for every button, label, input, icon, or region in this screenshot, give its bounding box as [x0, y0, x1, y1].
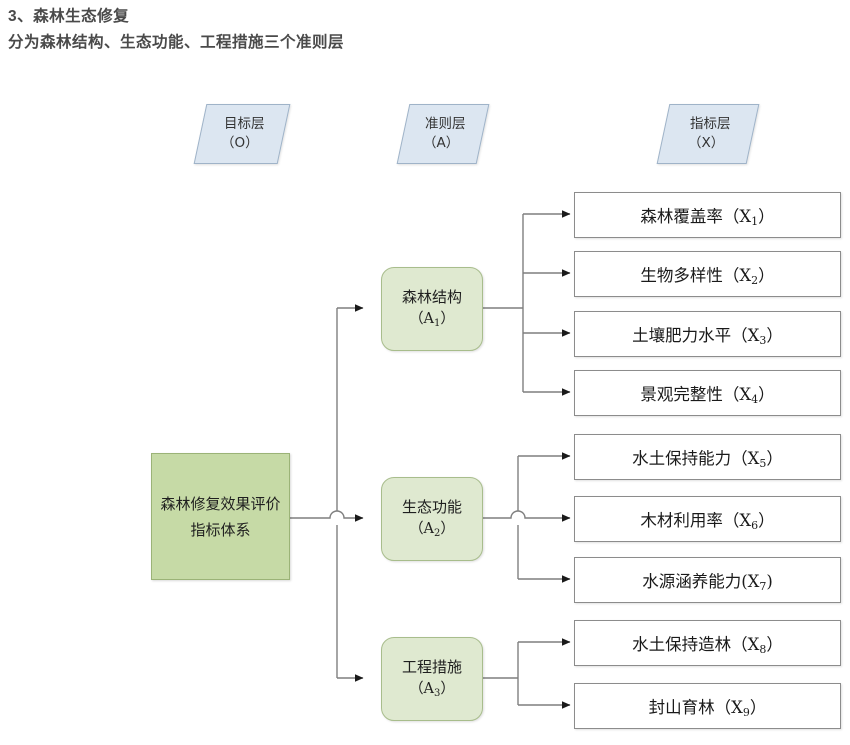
indicator-x7-label: 水源涵养能力(X7)	[642, 572, 773, 593]
criterion-a1-code: （A1）	[409, 311, 455, 329]
indicator-box-x2[interactable]: 生物多样性（X2）	[574, 251, 841, 297]
indicator-x5-label: 水土保持能力（X5）	[632, 449, 783, 470]
layer-header-goal-code: （O）	[221, 135, 259, 151]
criterion-a3-label: 工程措施	[401, 658, 462, 676]
layer-header-indicator: 指标层 （X）	[656, 104, 760, 164]
layer-header-goal: 目标层 （O）	[193, 104, 291, 164]
criterion-a1-label: 森林结构	[401, 288, 462, 306]
indicator-box-x1[interactable]: 森林覆盖率（X1）	[574, 192, 841, 238]
criterion-a3-code: （A3）	[409, 681, 455, 699]
indicator-x4-label: 景观完整性（X4）	[640, 385, 775, 406]
root-node[interactable]: 森林修复效果评价指标体系	[151, 453, 290, 580]
indicator-x9-label: 封山育林（X9）	[648, 698, 767, 719]
criterion-a2-label: 生态功能	[401, 498, 462, 516]
layer-header-indicator-code: （X）	[687, 135, 725, 151]
indicator-box-x7[interactable]: 水源涵养能力(X7)	[574, 557, 841, 603]
criterion-node-a3[interactable]: 工程措施 （A3）	[381, 637, 483, 721]
indicator-box-x4[interactable]: 景观完整性（X4）	[574, 370, 841, 416]
indicator-box-x9[interactable]: 封山育林（X9）	[574, 683, 841, 729]
layer-header-indicator-title: 指标层	[689, 116, 731, 132]
criterion-node-a2[interactable]: 生态功能 （A2）	[381, 477, 483, 561]
layer-header-criterion-code: （A）	[422, 135, 460, 151]
page-heading: 3、森林生态修复 分为森林结构、生态功能、工程措施三个准则层	[8, 4, 828, 56]
indicator-box-x6[interactable]: 木材利用率（X6）	[574, 496, 841, 542]
root-node-label: 森林修复效果评价指标体系	[160, 494, 281, 539]
criterion-node-a1[interactable]: 森林结构 （A1）	[381, 267, 483, 351]
indicator-x6-label: 木材利用率（X6）	[640, 511, 775, 532]
indicator-box-x5[interactable]: 水土保持能力（X5）	[574, 434, 841, 480]
wire-root-to-a2	[288, 510, 364, 522]
layer-header-criterion: 准则层 （A）	[396, 104, 490, 164]
heading-line-subtitle: 分为森林结构、生态功能、工程措施三个准则层	[8, 34, 345, 51]
indicator-box-x3[interactable]: 土壤肥力水平（X3）	[574, 311, 841, 357]
layer-header-goal-title: 目标层	[223, 116, 265, 132]
indicator-box-x8[interactable]: 水土保持造林（X8）	[574, 620, 841, 666]
indicator-x2-label: 生物多样性（X2）	[640, 266, 775, 287]
indicator-x8-label: 水土保持造林（X8）	[632, 635, 783, 656]
criterion-a2-code: （A2）	[409, 521, 455, 539]
heading-line-title: 3、森林生态修复	[8, 8, 130, 25]
indicator-x1-label: 森林覆盖率（X1）	[640, 207, 775, 228]
layer-header-criterion-title: 准则层	[424, 116, 466, 132]
indicator-x3-label: 土壤肥力水平（X3）	[632, 326, 783, 347]
